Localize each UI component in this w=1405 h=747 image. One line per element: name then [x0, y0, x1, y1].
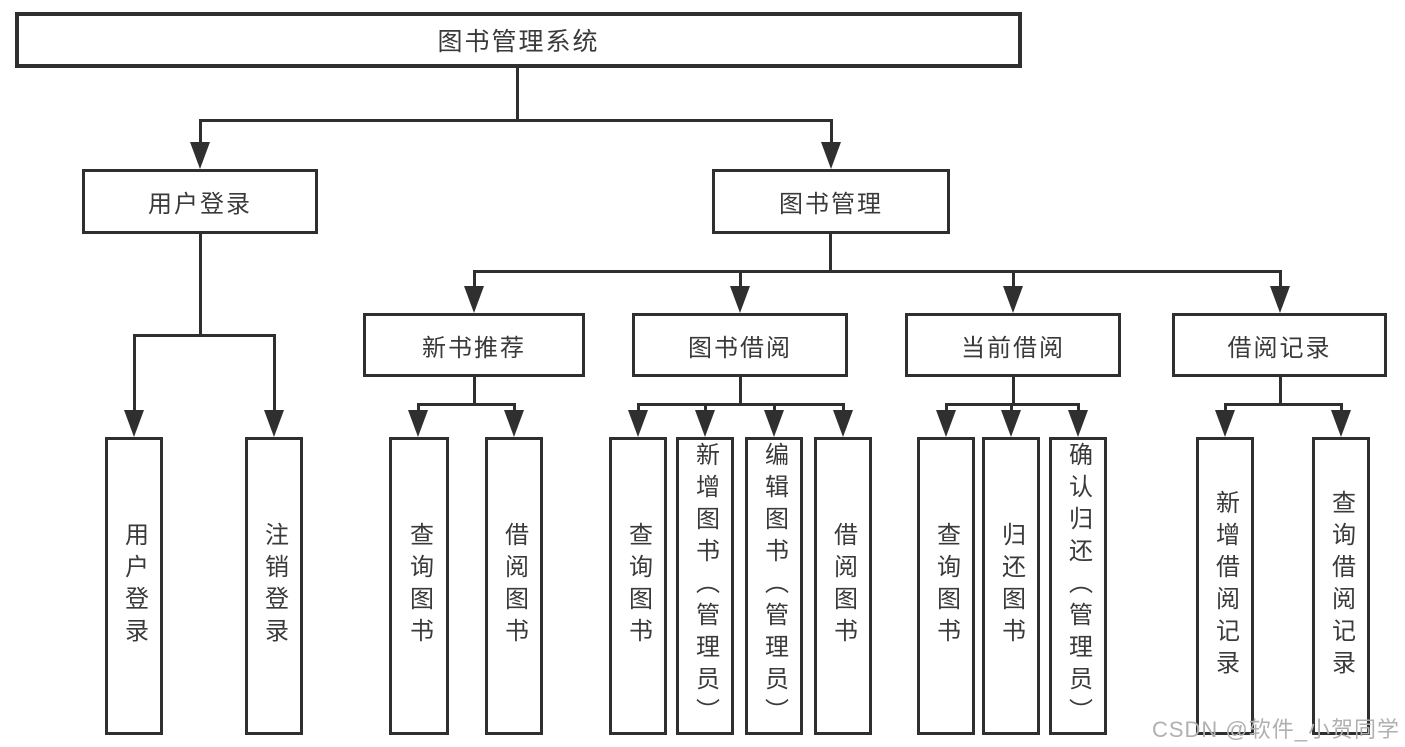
connector-line	[1077, 403, 1080, 413]
node-new-book-recommend: 新书推荐	[363, 313, 585, 377]
connector-line	[273, 334, 276, 412]
node-user-login: 用户登录	[82, 169, 318, 234]
arrow-down-icon	[833, 410, 853, 437]
connector-line	[830, 119, 833, 144]
arrow-down-icon	[464, 286, 484, 313]
connector-line	[842, 403, 845, 413]
leaf-borrow-books: 借阅图书	[814, 437, 872, 735]
leaf-query-borrow-record: 查询借阅记录	[1312, 437, 1370, 735]
leaf-logout: 注销登录	[245, 437, 303, 735]
connector-line	[739, 270, 742, 288]
leaf-query-books-borrow: 查询图书	[609, 437, 667, 735]
connector-line	[199, 119, 202, 144]
connector-line	[739, 375, 742, 406]
arrow-down-icon	[628, 410, 648, 437]
arrow-down-icon	[1215, 410, 1235, 437]
arrow-down-icon	[821, 142, 841, 169]
leaf-query-books-recommend: 查询图书	[389, 437, 449, 735]
node-current-borrow: 当前借阅	[905, 313, 1121, 377]
connector-line	[516, 68, 519, 119]
leaf-query-books-current: 查询图书	[917, 437, 975, 735]
connector-line	[704, 403, 707, 413]
arrow-down-icon	[264, 410, 284, 437]
arrow-down-icon	[124, 410, 144, 437]
connector-line	[1279, 375, 1282, 406]
connector-line	[945, 403, 948, 413]
connector-line	[133, 334, 136, 412]
arrow-down-icon	[695, 410, 715, 437]
connector-line	[473, 270, 476, 288]
node-borrow-records: 借阅记录	[1172, 313, 1387, 377]
connector-line	[417, 403, 420, 413]
connector-line	[513, 403, 516, 413]
leaf-return-book: 归还图书	[982, 437, 1040, 735]
leaf-add-borrow-record: 新增借阅记录	[1196, 437, 1254, 735]
connector-line	[773, 403, 776, 413]
arrow-down-icon	[1331, 410, 1351, 437]
arrow-down-icon	[764, 410, 784, 437]
connector-line	[1340, 403, 1343, 413]
node-book-management: 图书管理	[712, 169, 950, 234]
connector-line	[199, 234, 202, 337]
connector-line	[637, 403, 640, 413]
connector-line	[133, 334, 275, 337]
watermark: CSDN @软件_小贺同学	[1151, 717, 1400, 742]
arrow-down-icon	[408, 410, 428, 437]
arrow-down-icon	[730, 286, 750, 313]
leaf-borrow-books-recommend: 借阅图书	[485, 437, 543, 735]
connector-line	[199, 119, 833, 122]
leaf-edit-book-admin: 编辑图书（管理员）	[745, 437, 803, 735]
connector-line	[829, 234, 832, 273]
connector-line	[1224, 403, 1227, 413]
connector-line	[1012, 375, 1015, 406]
leaf-add-book-admin: 新增图书（管理员）	[676, 437, 734, 735]
node-root: 图书管理系统	[15, 12, 1022, 68]
connector-line	[1224, 403, 1343, 406]
node-book-borrow: 图书借阅	[632, 313, 848, 377]
arrow-down-icon	[936, 410, 956, 437]
arrow-down-icon	[1003, 286, 1023, 313]
leaf-confirm-return-admin: 确认归还（管理员）	[1049, 437, 1107, 735]
arrow-down-icon	[1068, 410, 1088, 437]
arrow-down-icon	[1270, 286, 1290, 313]
arrow-down-icon	[190, 142, 210, 169]
connector-line	[473, 270, 1281, 273]
connector-line	[637, 403, 845, 406]
connector-line	[417, 403, 516, 406]
connector-line	[1279, 270, 1282, 288]
connector-line	[1012, 270, 1015, 288]
connector-line	[1010, 403, 1013, 413]
arrow-down-icon	[1001, 410, 1021, 437]
arrow-down-icon	[504, 410, 524, 437]
leaf-user-login: 用户登录	[105, 437, 163, 735]
connector-line	[473, 375, 476, 406]
